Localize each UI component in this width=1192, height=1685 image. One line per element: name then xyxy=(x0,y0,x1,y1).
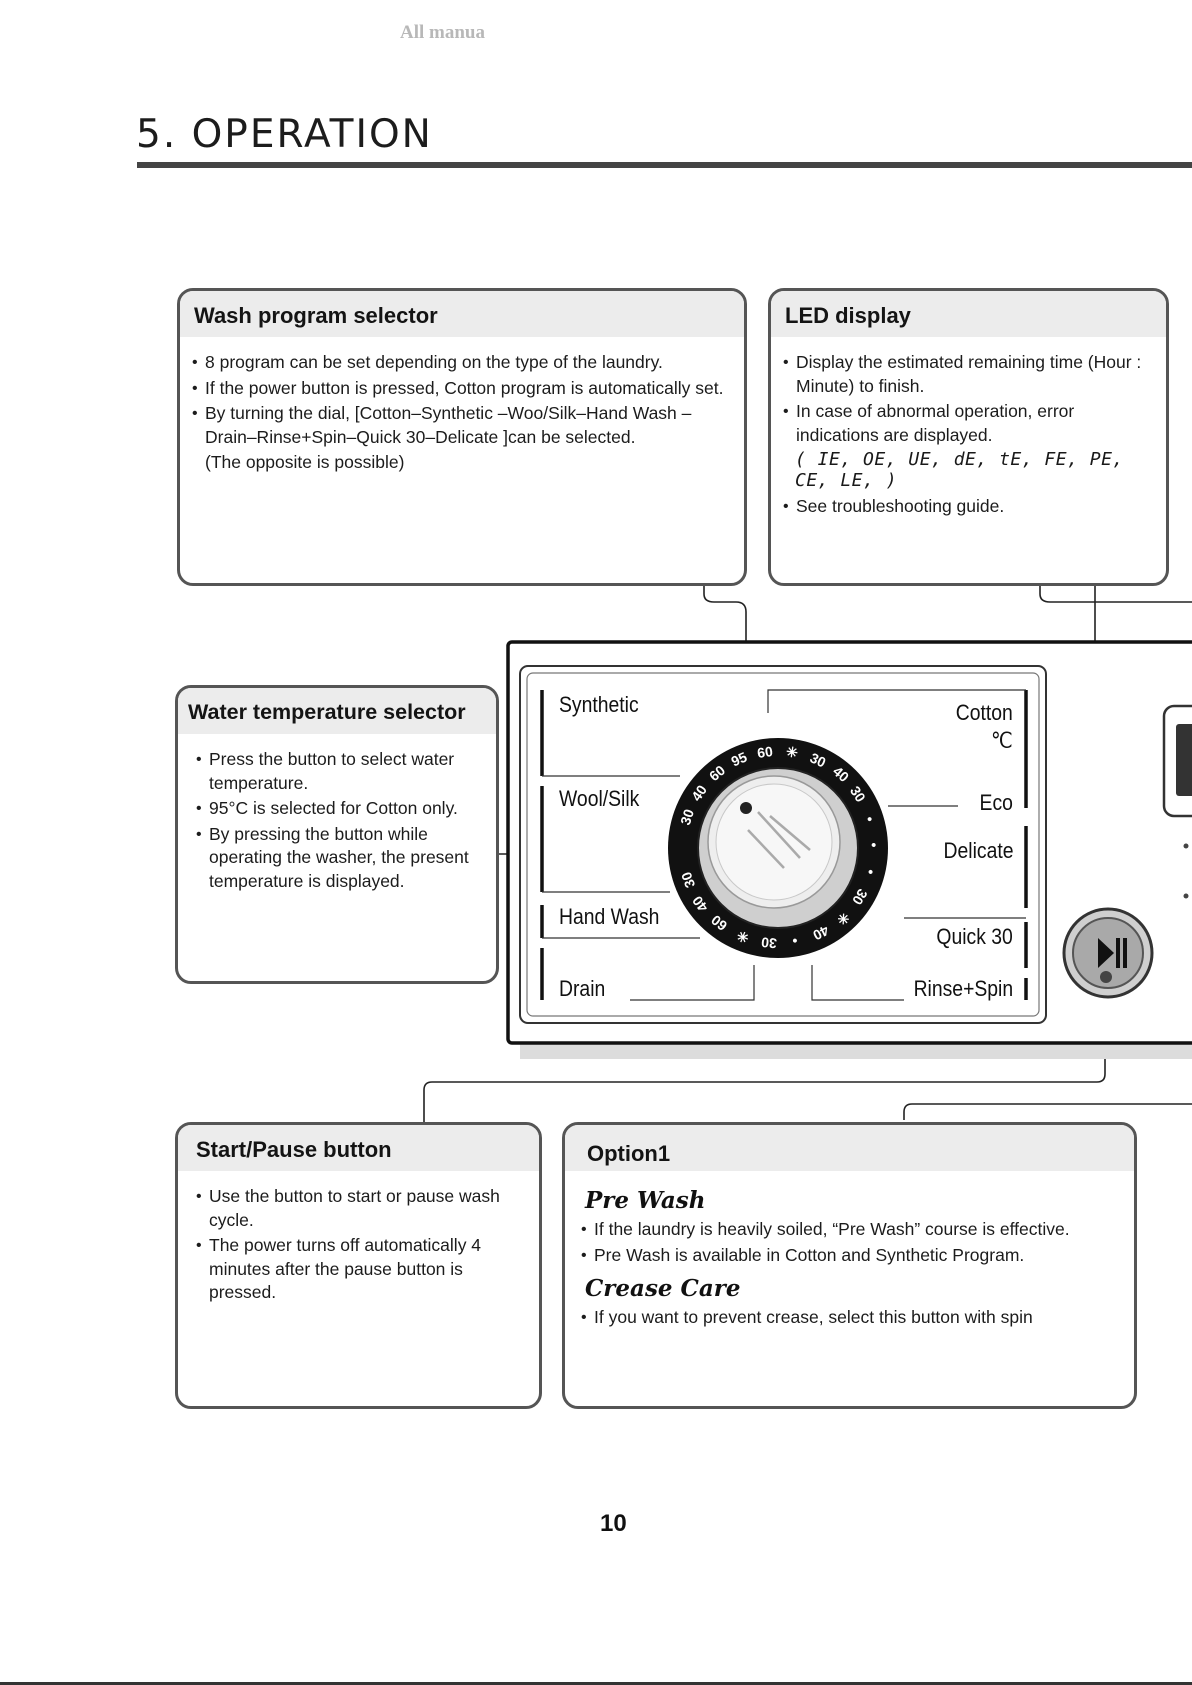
list-item: In case of abnormal operation, error ind… xyxy=(783,400,1148,447)
page-number: 10 xyxy=(600,1510,627,1537)
pre-wash-heading: Pre Wash xyxy=(585,1187,706,1214)
panel-program-label-left-2: Hand Wash xyxy=(559,904,660,929)
list-item: If the laundry is heavily soiled, “Pre W… xyxy=(581,1218,1116,1242)
start-pause-button-box: Start/Pause button Use the button to sta… xyxy=(175,1122,542,1409)
program-leaders-left xyxy=(542,775,755,1001)
connector-led-upper xyxy=(1039,584,1192,603)
list-item: Display the estimated remaining time (Ho… xyxy=(783,351,1148,398)
panel-program-label-right-0: Cotton xyxy=(955,700,1013,725)
water-temperature-selector-body: Press the button to select water tempera… xyxy=(178,734,496,893)
panel-program-label-right-4: Quick 30 xyxy=(936,924,1013,949)
page-title: 5. OPERATION xyxy=(136,112,433,157)
option1-box: Option1 Pre Wash If the laundry is heavi… xyxy=(562,1122,1137,1409)
connector-option1 xyxy=(903,1103,1192,1120)
water-temperature-selector-title: Water temperature selector xyxy=(178,688,496,734)
option1-body: Pre Wash If the laundry is heavily soile… xyxy=(565,1171,1134,1330)
led-display-title: LED display xyxy=(771,291,1166,337)
panel-program-label-left-1: Wool/Silk xyxy=(559,786,640,811)
list-item: By pressing the button while operating t… xyxy=(196,823,478,894)
list-item: Use the button to start or pause wash cy… xyxy=(196,1185,521,1232)
list-item: 8 program can be set depending on the ty… xyxy=(192,351,726,375)
play-pause-icon xyxy=(1098,938,1114,968)
start-pause-button-title: Start/Pause button xyxy=(178,1125,539,1171)
dial-indicator xyxy=(740,802,752,814)
panel-program-label-right-3: Delicate xyxy=(943,838,1013,863)
dial-highlights xyxy=(747,811,811,869)
crease-care-heading: Crease Care xyxy=(585,1275,741,1302)
list-item: If the power button is pressed, Cotton p… xyxy=(192,377,726,401)
wash-program-note: (The opposite is possible) xyxy=(205,452,405,472)
list-item: See troubleshooting guide. xyxy=(783,495,1148,519)
list-item: Press the button to select water tempera… xyxy=(196,748,478,795)
wash-program-selector-box: Wash program selector 8 program can be s… xyxy=(177,288,747,586)
panel-program-label-left-0: Synthetic xyxy=(559,692,639,717)
connector-wash-program xyxy=(703,584,747,810)
list-item: If you want to prevent crease, select th… xyxy=(581,1306,1116,1330)
start-pause-button-body: Use the button to start or pause wash cy… xyxy=(178,1171,539,1305)
led-display-body: Display the estimated remaining time (Ho… xyxy=(771,337,1166,519)
panel-program-label-right-1: ℃ xyxy=(991,728,1013,753)
title-divider xyxy=(137,162,1192,168)
panel-program-label-left-3: Drain xyxy=(559,976,606,1001)
error-codes: ( IE, OE, UE, dE, tE, FE, PE, CE, LE, ) xyxy=(795,449,1124,491)
option1-title: Option1 xyxy=(565,1125,1134,1171)
list-item: Pre Wash is available in Cotton and Synt… xyxy=(581,1244,1116,1268)
program-leaders-right xyxy=(767,689,1026,1001)
water-temperature-selector-box: Water temperature selector Press the but… xyxy=(175,685,499,984)
panel-program-label-right-5: Rinse+Spin xyxy=(913,976,1013,1001)
wash-program-selector-body: 8 program can be set depending on the ty… xyxy=(180,337,744,475)
led-display-box: LED display Display the estimated remain… xyxy=(768,288,1169,586)
bottom-divider xyxy=(0,1682,1192,1685)
connector-start-pause xyxy=(423,968,1106,1122)
watermark: All manua xyxy=(400,22,485,43)
list-item: By turning the dial, [Cotton–Synthetic –… xyxy=(192,402,726,449)
list-item: The power turns off automatically 4 minu… xyxy=(196,1234,521,1305)
dial-knob-face xyxy=(715,783,833,901)
option-dots xyxy=(1183,843,1189,899)
panel-program-label-right-2: Eco xyxy=(979,790,1013,815)
wash-program-selector-title: Wash program selector xyxy=(180,291,744,337)
list-item: 95°C is selected for Cotton only. xyxy=(196,797,478,821)
